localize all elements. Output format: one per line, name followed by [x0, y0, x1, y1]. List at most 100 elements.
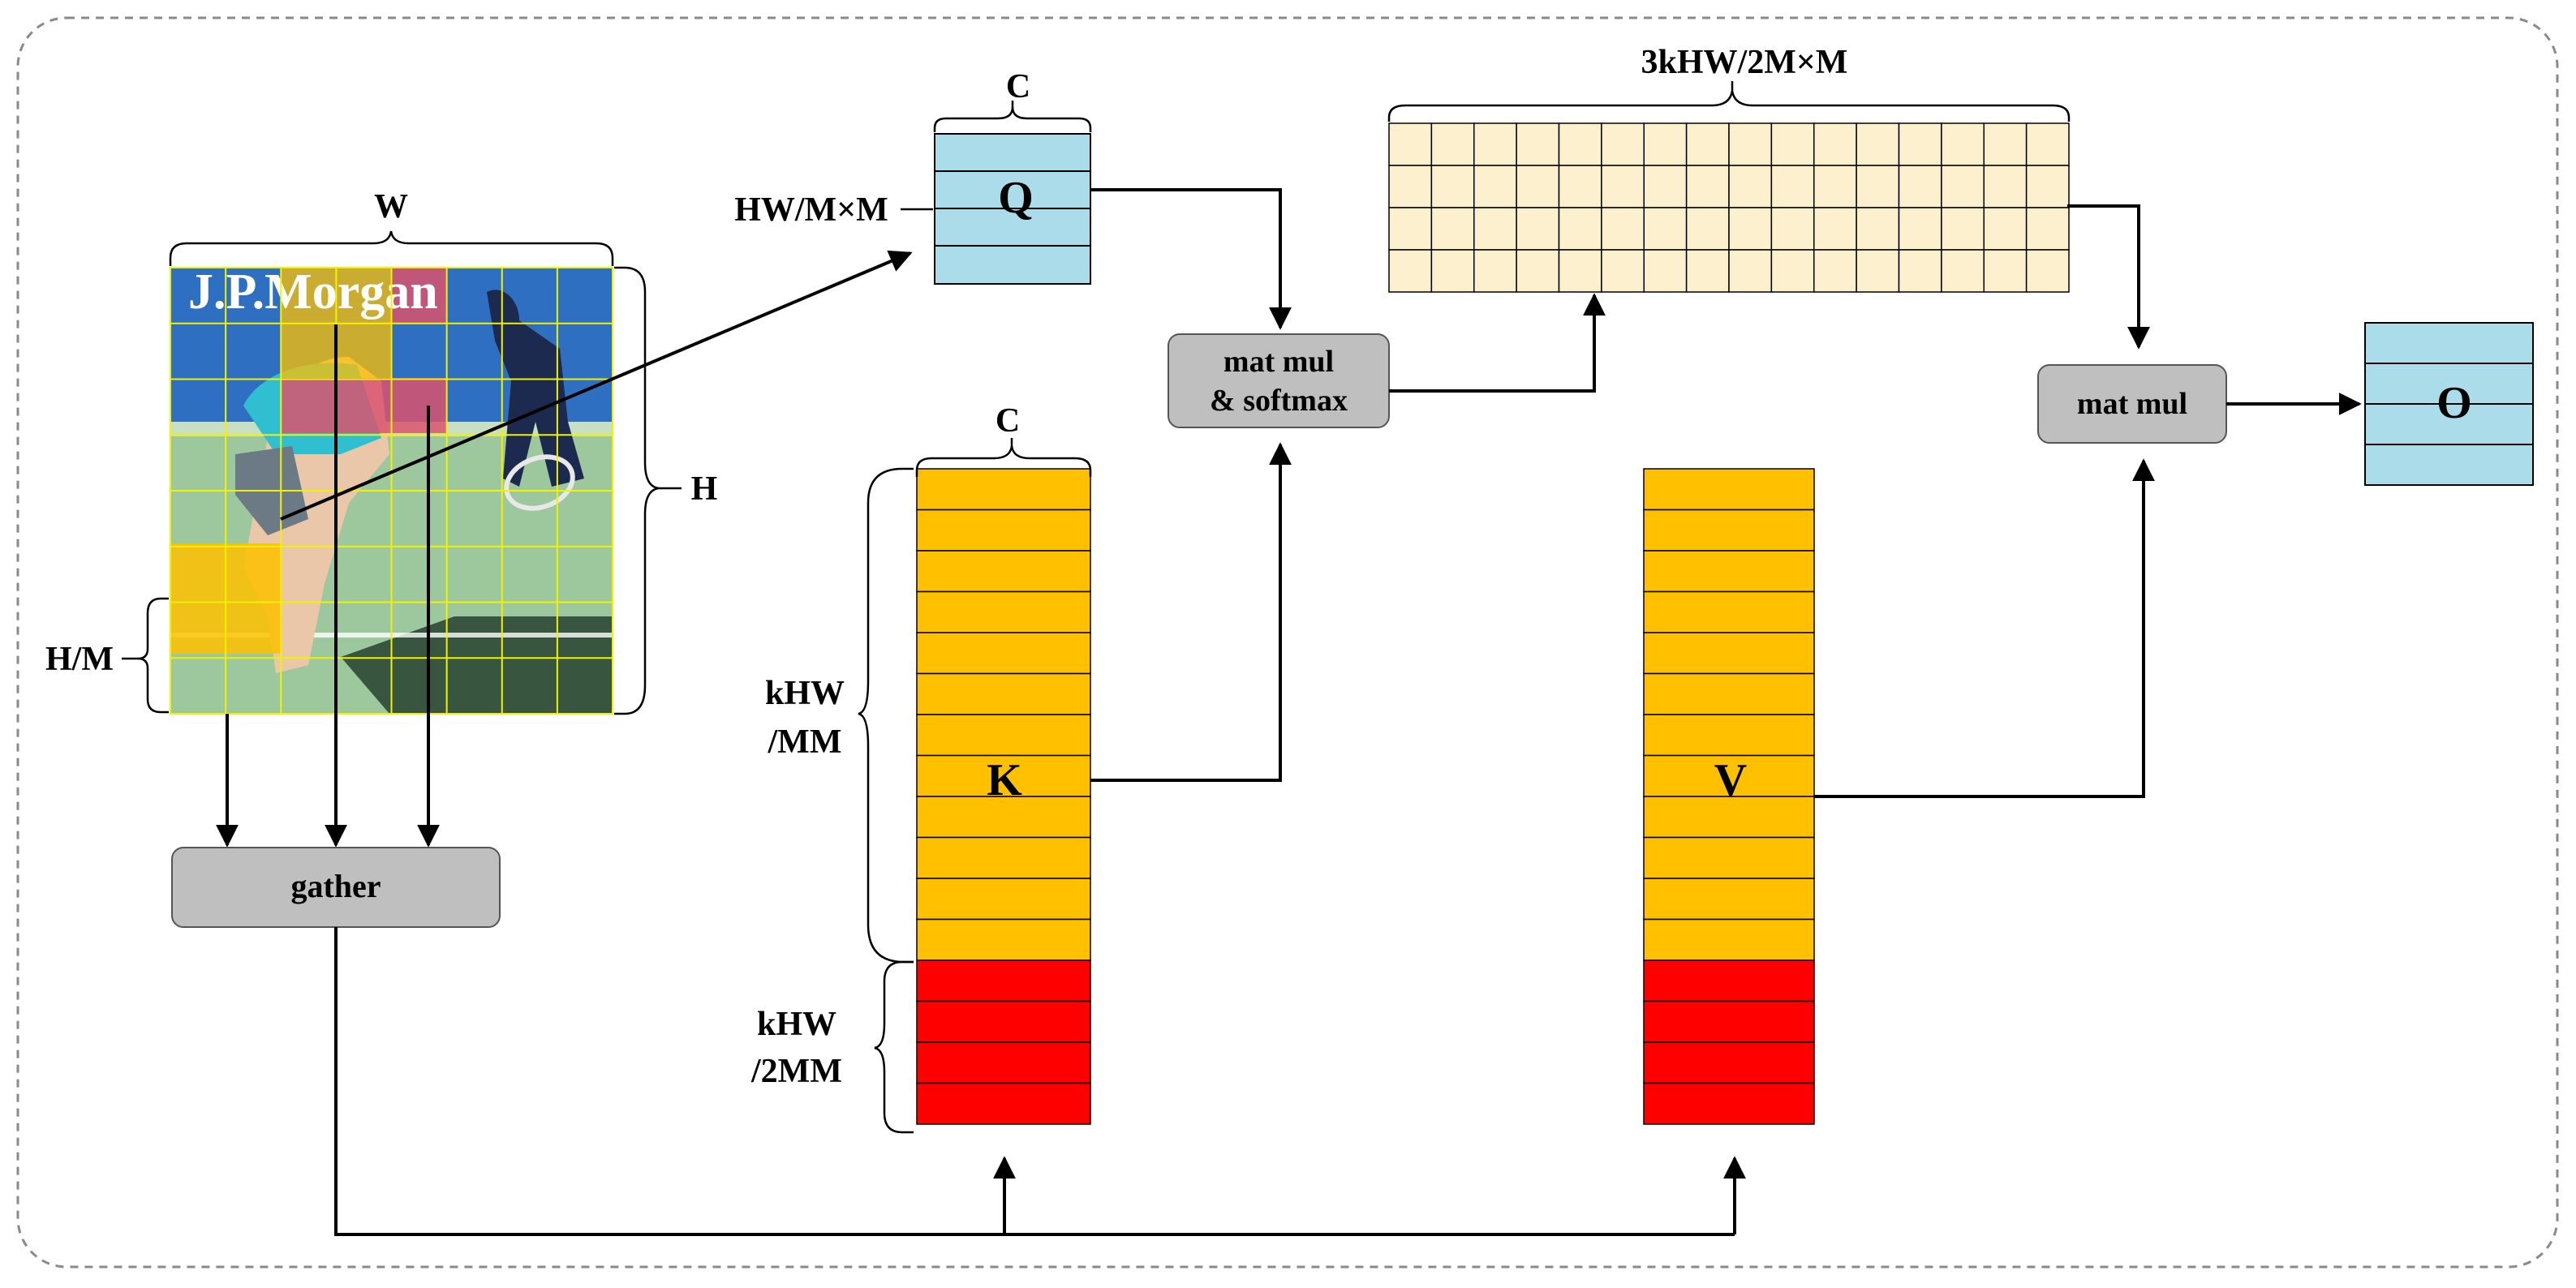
patch-selected-pink-3: [391, 378, 446, 433]
label-v: V: [1714, 755, 1747, 805]
attention-cell: [1516, 165, 1560, 208]
attention-cell: [1516, 207, 1560, 251]
token-row: [916, 632, 1091, 675]
label-image-width: W: [374, 188, 408, 225]
attention-cell: [1813, 165, 1857, 208]
extra-token-row: [916, 1041, 1091, 1084]
token-row: [916, 509, 1091, 552]
attention-cell: [1856, 165, 1900, 208]
attention-cell: [1601, 165, 1645, 208]
attention-cell: [1601, 207, 1645, 251]
attention-cell: [1898, 249, 1942, 293]
patch-height-brace: [137, 597, 169, 714]
token-row: [916, 550, 1091, 593]
label-attn-size: 3kHW/2M×M: [1641, 44, 1848, 81]
input-image: J.P.Morgan: [170, 264, 613, 714]
attention-cell: [2025, 207, 2070, 251]
token-row: [916, 918, 1091, 961]
attention-cell: [2025, 249, 2070, 293]
attention-cell: [1728, 249, 1773, 293]
label-k: K: [987, 755, 1022, 805]
attention-cell: [1685, 122, 1730, 166]
attention-cell: [1473, 207, 1517, 251]
attention-cell: [1388, 165, 1433, 208]
attention-cell: [1856, 249, 1900, 293]
extra-token-row: [916, 960, 1091, 1002]
attention-cell: [1898, 207, 1942, 251]
height-brace: [614, 266, 660, 715]
token-row: [1643, 754, 1815, 797]
matmul-softmax-label-1: mat mul: [1223, 345, 1334, 379]
attention-cell: [1983, 249, 2028, 293]
token-row: [1643, 836, 1815, 879]
attention-cell: [1728, 207, 1773, 251]
label-q-channels: C: [1006, 68, 1030, 105]
label-k-channels: C: [996, 402, 1020, 440]
attention-cell: [1643, 165, 1688, 208]
attention-cell: [1770, 122, 1815, 166]
label-k-extra-bottom: /2MM: [750, 1053, 842, 1090]
attention-cell: [2025, 165, 2070, 208]
token-row: [916, 714, 1091, 757]
token-row: [916, 672, 1091, 715]
attention-cell: [1643, 249, 1688, 293]
attention-cell: [1941, 122, 1985, 166]
token-row: [1643, 672, 1815, 715]
v-matrix: [1643, 468, 1815, 1125]
attention-cell: [1558, 165, 1602, 208]
attention-cell: [1516, 122, 1560, 166]
attention-cell: [1430, 165, 1475, 208]
attention-cell: [1558, 207, 1602, 251]
attention-cell: [1813, 207, 1857, 251]
attention-cell: [1941, 207, 1985, 251]
label-q: Q: [998, 173, 1034, 223]
attention-cell: [1770, 207, 1815, 251]
attention-cell: [1430, 249, 1475, 293]
extra-token-row: [916, 1000, 1091, 1043]
attention-cell: [1898, 165, 1942, 208]
extra-token-row: [1643, 1041, 1815, 1084]
attention-cell: [1728, 122, 1773, 166]
token-row: [916, 796, 1091, 839]
image-watermark: J.P.Morgan: [188, 264, 438, 320]
label-k-extra-top: kHW: [757, 1006, 836, 1043]
attention-cell: [1430, 122, 1475, 166]
extra-token-row: [1643, 1082, 1815, 1125]
token-row: [916, 754, 1091, 797]
attention-cell: [1643, 207, 1688, 251]
attention-cell: [1898, 122, 1942, 166]
attention-cell: [1473, 249, 1517, 293]
token-row: [916, 468, 1091, 511]
outer-frame: [16, 16, 2559, 1269]
token-row: [1643, 918, 1815, 961]
token-row: [916, 590, 1091, 633]
attention-cell: [1430, 207, 1475, 251]
attention-cell: [1685, 207, 1730, 251]
matmul-label: mat mul: [2077, 387, 2187, 421]
k-matrix: [916, 468, 1091, 1125]
attention-matrix: [1388, 122, 2070, 293]
token-row: [916, 878, 1091, 921]
attention-cell: [1856, 122, 1900, 166]
label-o: O: [2436, 378, 2472, 428]
attention-cell: [1941, 249, 1985, 293]
token-row: [1643, 509, 1815, 552]
matmul-softmax-box: [1168, 333, 1390, 428]
token-row: [916, 836, 1091, 879]
label-k-rows-top: kHW: [765, 675, 845, 712]
attention-cell: [1643, 122, 1688, 166]
attention-cell: [1473, 122, 1517, 166]
label-image-height: H: [691, 470, 718, 508]
attention-cell: [1770, 249, 1815, 293]
attention-cell: [1558, 122, 1602, 166]
attention-cell: [1601, 249, 1645, 293]
attention-cell: [1856, 207, 1900, 251]
attention-cell: [1516, 249, 1560, 293]
label-patch-height: H/M: [45, 641, 114, 678]
token-row: [1643, 714, 1815, 757]
width-brace: [169, 230, 614, 266]
attention-cell: [1983, 165, 2028, 208]
extra-token-row: [916, 1082, 1091, 1125]
